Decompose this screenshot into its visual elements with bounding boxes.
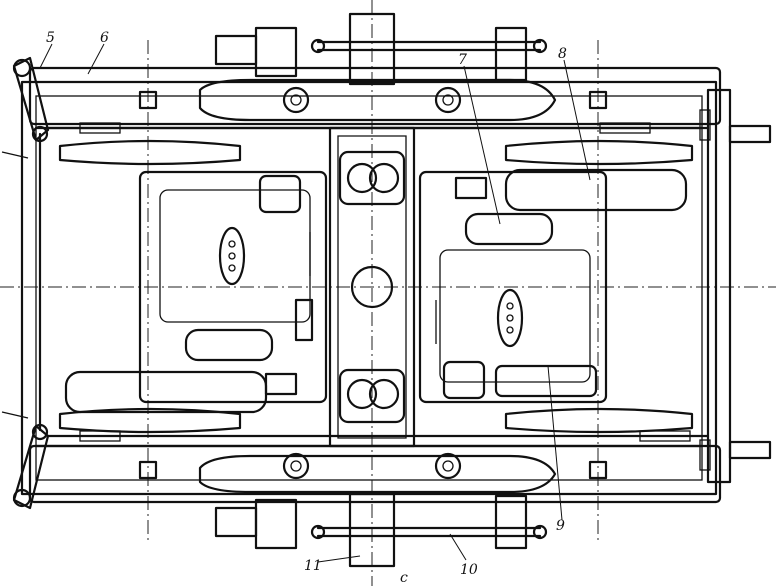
- callout-8: 8: [558, 46, 567, 62]
- callout-11: 11: [304, 558, 322, 574]
- central-bolster: [328, 126, 416, 448]
- callout-5: 5: [46, 30, 55, 46]
- right-end-linkage: [699, 88, 772, 484]
- brake-shoes: [58, 139, 694, 434]
- bottom-mark: c: [400, 570, 408, 586]
- callout-10: 10: [460, 562, 478, 578]
- callout-labels: 5 6 7 8 9 10 11 c: [46, 30, 567, 586]
- callout-leaders: [39, 43, 591, 563]
- top-tie-rod: [214, 12, 548, 86]
- callout-9: 9: [556, 518, 565, 534]
- side-beam-top: [28, 66, 722, 126]
- callout-6: 6: [100, 30, 109, 46]
- springs-and-wheels: [64, 168, 688, 414]
- axle-box-left: [138, 170, 328, 404]
- bottom-tie-rod: [214, 492, 548, 568]
- callout-7: 7: [458, 52, 467, 68]
- left-brake-lever: [1, 56, 50, 510]
